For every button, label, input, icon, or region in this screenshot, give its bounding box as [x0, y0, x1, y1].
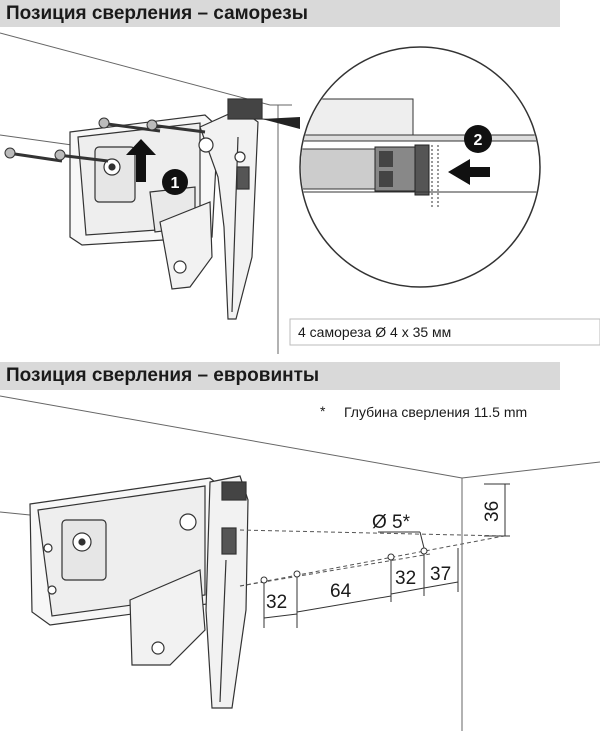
hole-diameter-label: Ø 5* — [372, 512, 411, 533]
screw-1 — [4, 147, 63, 163]
hole-2 — [293, 570, 301, 578]
cabinet-outline — [0, 32, 292, 354]
up-arrow-icon — [126, 139, 156, 182]
hole-3 — [387, 553, 395, 561]
screws-diagram-panel: 1 2 4 самореза Ø 4 x 35 мм — [0, 27, 600, 354]
screw-4 — [146, 119, 206, 134]
dim-37: 37 — [430, 564, 451, 585]
lift-arm-2 — [129, 475, 249, 709]
step-2-badge: 2 — [464, 125, 492, 153]
dimension-labels: 36 Ø 5* 32 64 32 37 — [266, 501, 503, 613]
dim-36: 36 — [482, 501, 503, 522]
step-1-badge: 1 — [162, 169, 188, 195]
svg-text:1: 1 — [171, 175, 180, 192]
svg-text:4 самореза Ø 4 x 35 мм: 4 самореза Ø 4 x 35 мм — [298, 324, 451, 340]
section-title-screws: Позиция сверления – саморезы — [0, 0, 560, 27]
screw-note: 4 самореза Ø 4 x 35 мм — [289, 318, 600, 346]
section-title-euroscrews: Позиция сверления – евровинты — [0, 362, 560, 390]
svg-text:2: 2 — [474, 132, 483, 149]
screw-2 — [54, 149, 109, 163]
screws — [4, 117, 206, 163]
hole-1 — [260, 576, 268, 584]
dim-32-left: 32 — [266, 592, 287, 613]
hole-4 — [420, 547, 428, 555]
dimension-lines — [263, 483, 510, 628]
lift-arm — [159, 98, 263, 320]
left-arrow-icon — [448, 159, 490, 185]
dim-32-right: 32 — [395, 568, 416, 589]
svg-text:Глубина сверления 11.5 mm: Глубина сверления 11.5 mm — [344, 404, 527, 420]
svg-text:*: * — [320, 403, 326, 419]
drilling-depth-note: * Глубина сверления 11.5 mm — [312, 398, 588, 424]
euroscrews-diagram-panel: * Глубина сверления 11.5 mm — [0, 390, 600, 731]
detail-zoom-circle — [261, 46, 541, 288]
cabinet-outline-2 — [0, 395, 600, 731]
drill-reference-lines — [239, 529, 505, 587]
dim-64: 64 — [330, 581, 352, 602]
